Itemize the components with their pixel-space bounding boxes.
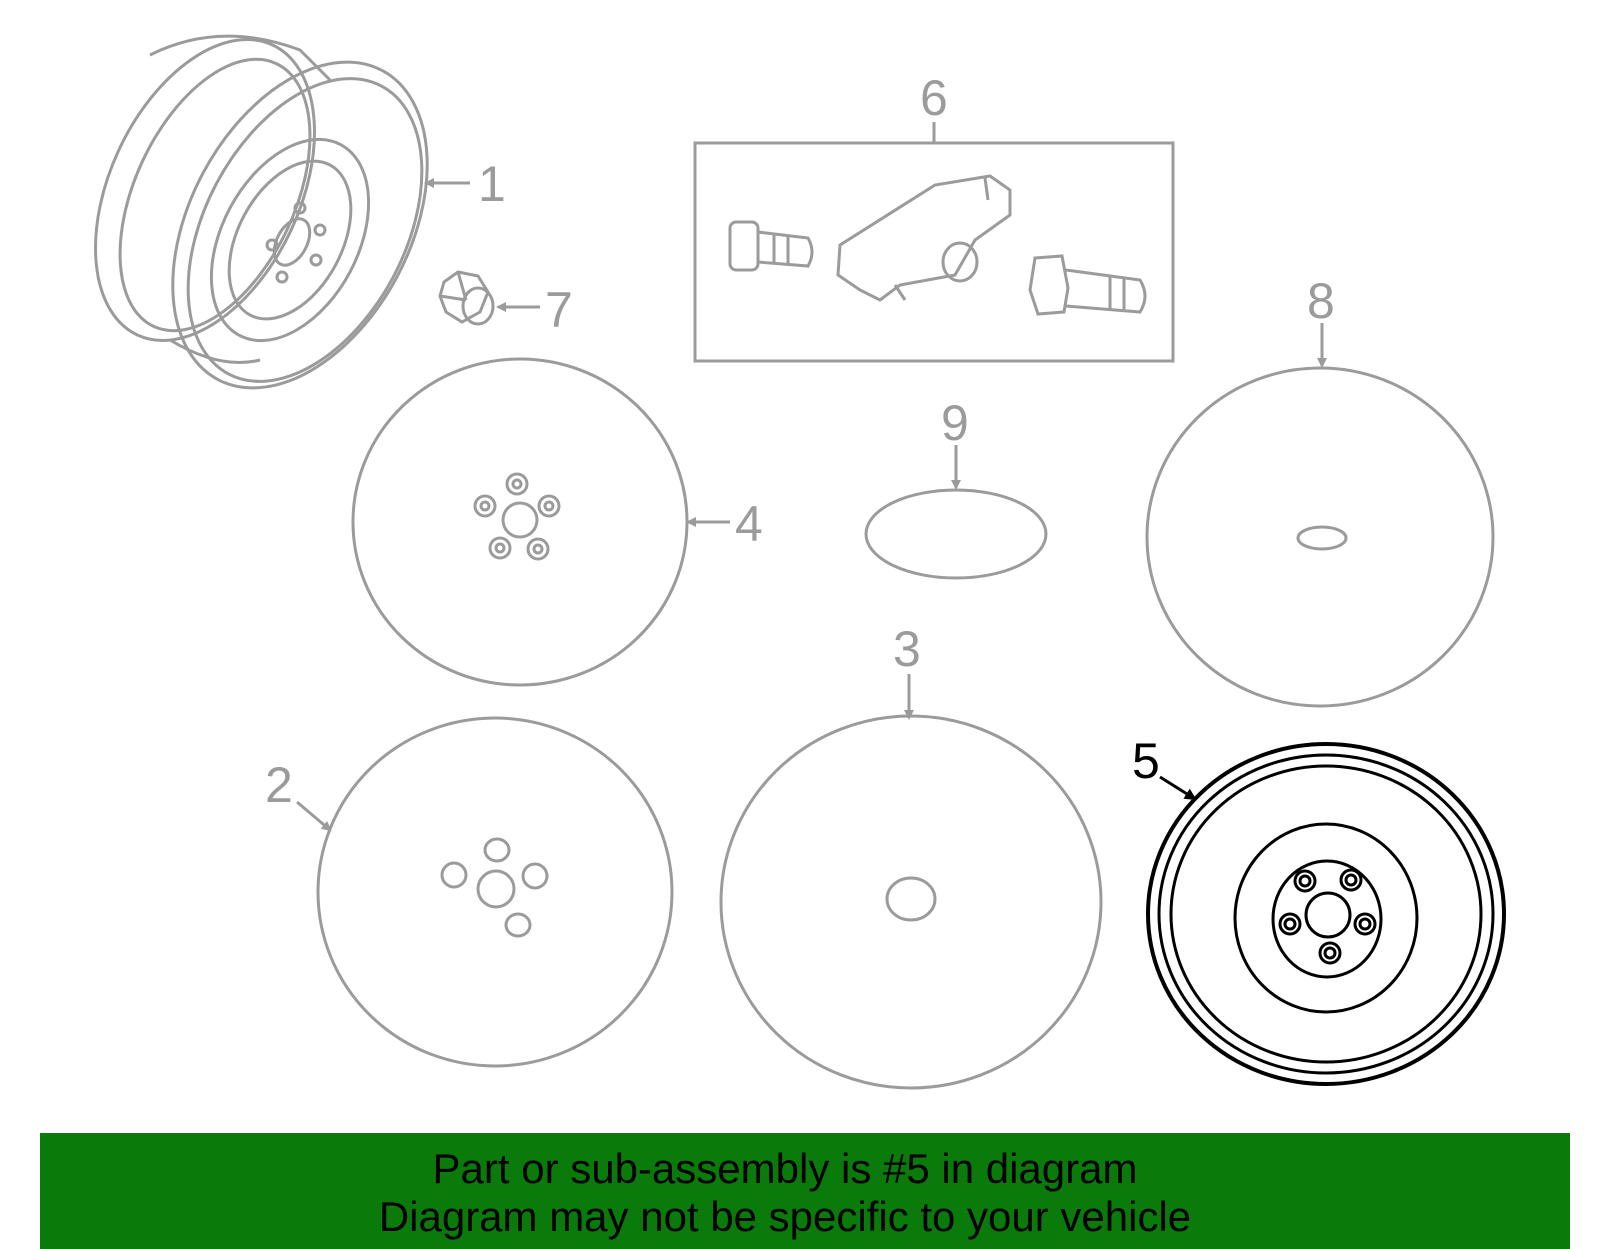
info-banner: Part or sub-assembly is #5 in diagram Di… <box>40 1133 1570 1249</box>
callout-8: 8 <box>1307 273 1335 368</box>
callout-6: 6 <box>920 70 948 143</box>
banner-line-disclaimer: Diagram may not be specific to your vehi… <box>378 1193 1192 1240</box>
svg-text:8: 8 <box>1307 273 1335 329</box>
part-7-lug-nut[interactable] <box>438 270 495 326</box>
part-8-cover[interactable] <box>1145 366 1495 708</box>
svg-text:7: 7 <box>545 282 573 338</box>
part-5-spare-wheel-highlighted[interactable] <box>1146 742 1506 1086</box>
callout-9: 9 <box>941 395 969 490</box>
callout-1: 1 <box>424 156 506 212</box>
part-6-tpms-kit[interactable] <box>693 141 1175 363</box>
part-9-emblem[interactable] <box>864 488 1048 580</box>
part-3-cover[interactable] <box>719 714 1103 1090</box>
callout-3: 3 <box>893 621 921 720</box>
callout-7: 7 <box>496 282 573 338</box>
svg-text:4: 4 <box>735 496 763 552</box>
banner-line-part: Part or sub-assembly is #5 in diagram <box>432 1145 1138 1192</box>
svg-text:1: 1 <box>478 156 506 212</box>
svg-text:5: 5 <box>1132 733 1160 789</box>
callout-5: 5 <box>1132 733 1197 801</box>
svg-text:3: 3 <box>893 621 921 677</box>
svg-text:9: 9 <box>941 395 969 451</box>
svg-text:6: 6 <box>920 70 948 126</box>
part-2-hub-cover[interactable] <box>316 716 674 1068</box>
callout-4: 4 <box>686 496 763 552</box>
part-1-wheel[interactable] <box>51 5 479 431</box>
svg-text:2: 2 <box>265 757 293 813</box>
part-4-wheel-cover[interactable] <box>351 357 689 687</box>
callout-2: 2 <box>265 757 332 832</box>
